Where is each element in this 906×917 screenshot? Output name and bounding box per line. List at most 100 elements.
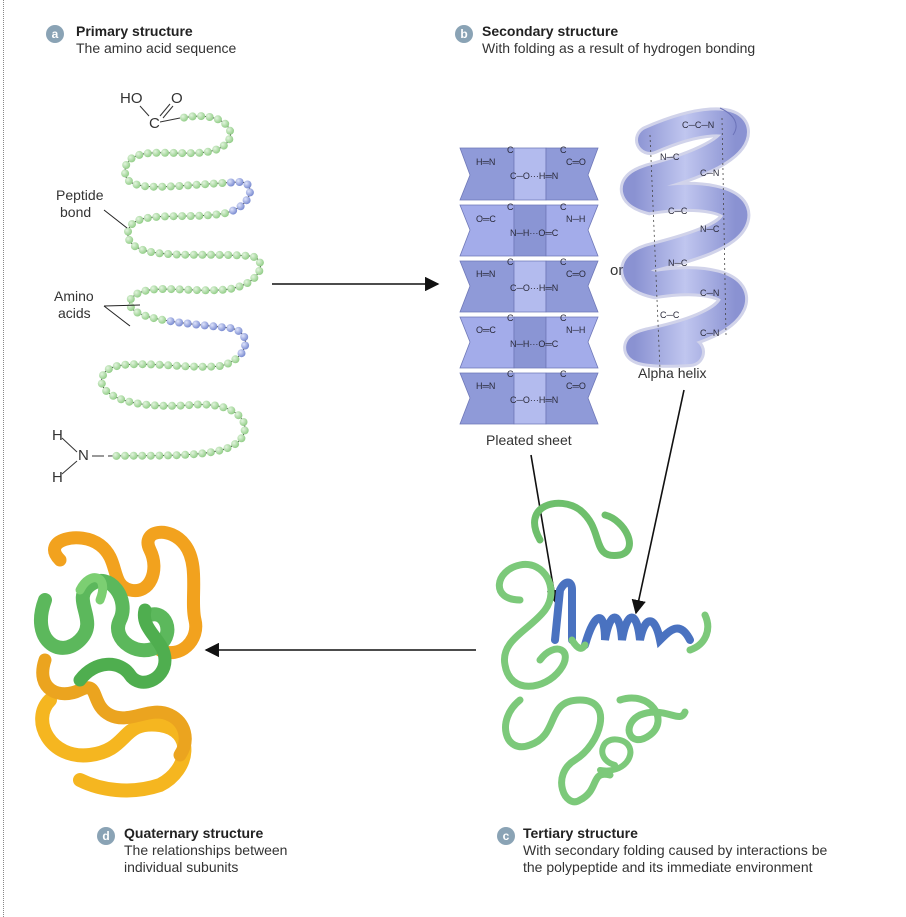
amino-acid-bead bbox=[152, 148, 161, 157]
amino-acid-bead bbox=[125, 235, 134, 244]
amino-acid-bead-highlight bbox=[192, 320, 201, 329]
amino-acid-bead bbox=[180, 113, 188, 122]
alpha-helix: C─C─NN─CC─NC─CN─CN─CC─NC─CC─N bbox=[620, 107, 751, 371]
amino-acid-bead bbox=[142, 400, 151, 409]
svg-text:C─O···H═N: C─O···H═N bbox=[510, 171, 558, 181]
amino-acid-bead bbox=[159, 401, 168, 410]
amino-acid-bead bbox=[231, 355, 240, 364]
svg-text:N─C: N─C bbox=[700, 224, 720, 234]
svg-text:N─C: N─C bbox=[668, 258, 688, 268]
amino-acid-bead bbox=[243, 279, 252, 287]
svg-text:C: C bbox=[560, 257, 567, 267]
svg-text:C: C bbox=[560, 145, 567, 155]
svg-text:C─N: C─N bbox=[700, 168, 719, 178]
amino-acid-bead-highlight bbox=[166, 317, 175, 326]
amino-acids-label-line2: acids bbox=[58, 305, 91, 321]
amino-acid-bead bbox=[210, 401, 219, 410]
amino-acid-bead bbox=[155, 451, 164, 460]
helix-to-tertiary-arrow bbox=[631, 389, 685, 615]
amino-acid-bead bbox=[178, 212, 187, 221]
amino-acid-bead bbox=[133, 308, 142, 317]
svg-text:N─H: N─H bbox=[566, 214, 585, 224]
svg-text:H═N: H═N bbox=[476, 381, 495, 391]
amino-acid-bead bbox=[141, 286, 150, 295]
panel-d-badge: d bbox=[97, 827, 115, 845]
amino-acid-bead bbox=[220, 209, 229, 218]
panel-a-badge: a bbox=[46, 25, 64, 43]
amino-acid-bead bbox=[158, 315, 167, 324]
amino-acid-bead-highlight bbox=[236, 202, 245, 211]
amino-acid-bead bbox=[133, 399, 142, 408]
amino-acid-bead bbox=[195, 211, 204, 220]
amino-acids-pointer-1 bbox=[103, 305, 131, 327]
amino-acid-bead bbox=[121, 360, 130, 369]
svg-text:N─C: N─C bbox=[660, 152, 680, 162]
amino-acid-bead bbox=[201, 286, 210, 295]
amino-acid-bead bbox=[227, 406, 236, 415]
sheet-to-tertiary-arrow bbox=[530, 454, 561, 605]
amino-acid-bead bbox=[132, 180, 141, 189]
amino-acid-bead bbox=[185, 401, 194, 410]
amino-acid-bead bbox=[239, 418, 248, 426]
svg-text:C─C─N: C─C─N bbox=[682, 120, 714, 130]
amino-acid-bead bbox=[221, 119, 230, 128]
amino-acid-bead bbox=[164, 451, 172, 460]
amine-h-bottom-text: H bbox=[52, 469, 63, 486]
amino-acid-bead bbox=[193, 400, 202, 409]
svg-text:C: C bbox=[507, 369, 514, 379]
amino-acids-label-line1: Amino bbox=[54, 288, 94, 304]
amino-acid-bead-highlight bbox=[226, 324, 235, 333]
amino-acid-bead bbox=[198, 449, 207, 458]
amino-acid-bead bbox=[147, 360, 155, 369]
amino-acid-bead bbox=[206, 448, 215, 457]
amino-acid-bead bbox=[219, 141, 228, 150]
panel-d-subtitle-line2: individual subunits bbox=[124, 859, 239, 875]
amino-acid-bead bbox=[226, 126, 234, 135]
svg-text:C═O: C═O bbox=[566, 269, 586, 279]
amino-acid-bead bbox=[143, 149, 152, 158]
amino-acid-bead bbox=[175, 182, 184, 190]
amino-acid-bead bbox=[176, 401, 185, 410]
amino-acid-bead bbox=[223, 444, 232, 453]
amino-acid-bead bbox=[130, 242, 139, 251]
amino-acid-bead bbox=[109, 391, 118, 400]
amino-acid-bead bbox=[126, 295, 135, 303]
amino-acid-bead bbox=[231, 440, 240, 449]
svg-text:C: C bbox=[560, 369, 567, 379]
amino-acid-bead bbox=[172, 250, 181, 259]
amino-acid-bead bbox=[168, 401, 176, 410]
amino-acid-bead bbox=[147, 248, 155, 256]
amino-acid-bead bbox=[181, 450, 190, 459]
amino-acid-bead bbox=[149, 314, 158, 323]
amino-acid-bead bbox=[164, 361, 173, 370]
svg-text:O═C: O═C bbox=[476, 325, 496, 335]
amino-acid-bead-highlight bbox=[175, 318, 184, 327]
amino-acid-bead bbox=[117, 395, 126, 404]
amino-acid-bead-highlight bbox=[241, 341, 250, 350]
amino-acid-bead bbox=[152, 212, 161, 221]
panel-d-title: Quaternary structure bbox=[124, 825, 264, 841]
amine-n-text: N bbox=[78, 447, 89, 464]
svg-text:C─C: C─C bbox=[660, 310, 680, 320]
amino-acid-bead-highlight bbox=[226, 178, 235, 187]
amino-acid-bead bbox=[189, 250, 198, 259]
amino-acid-bead bbox=[141, 311, 150, 320]
amino-acid-bead bbox=[121, 451, 129, 460]
amino-acid-bead bbox=[215, 362, 224, 370]
amino-acid-bead bbox=[160, 212, 169, 221]
amino-acid-bead bbox=[155, 249, 164, 258]
amino-acid-bead bbox=[99, 371, 107, 380]
amino-acid-bead bbox=[210, 286, 219, 295]
peptide-bond-label-line2: bond bbox=[60, 204, 92, 220]
amino-acid-bead bbox=[124, 176, 133, 185]
amino-acid-bead bbox=[202, 400, 211, 409]
tertiary-structure bbox=[495, 499, 712, 806]
amino-acid-bead bbox=[158, 285, 167, 293]
amino-acid-bead bbox=[255, 258, 264, 267]
amino-acid-bead-highlight bbox=[245, 188, 254, 197]
amino-acid-bead bbox=[112, 451, 121, 460]
svg-text:C: C bbox=[560, 202, 567, 212]
amino-acid-bead bbox=[209, 179, 218, 188]
amino-acid-bead bbox=[138, 451, 147, 460]
amino-acid-bead bbox=[250, 273, 259, 282]
